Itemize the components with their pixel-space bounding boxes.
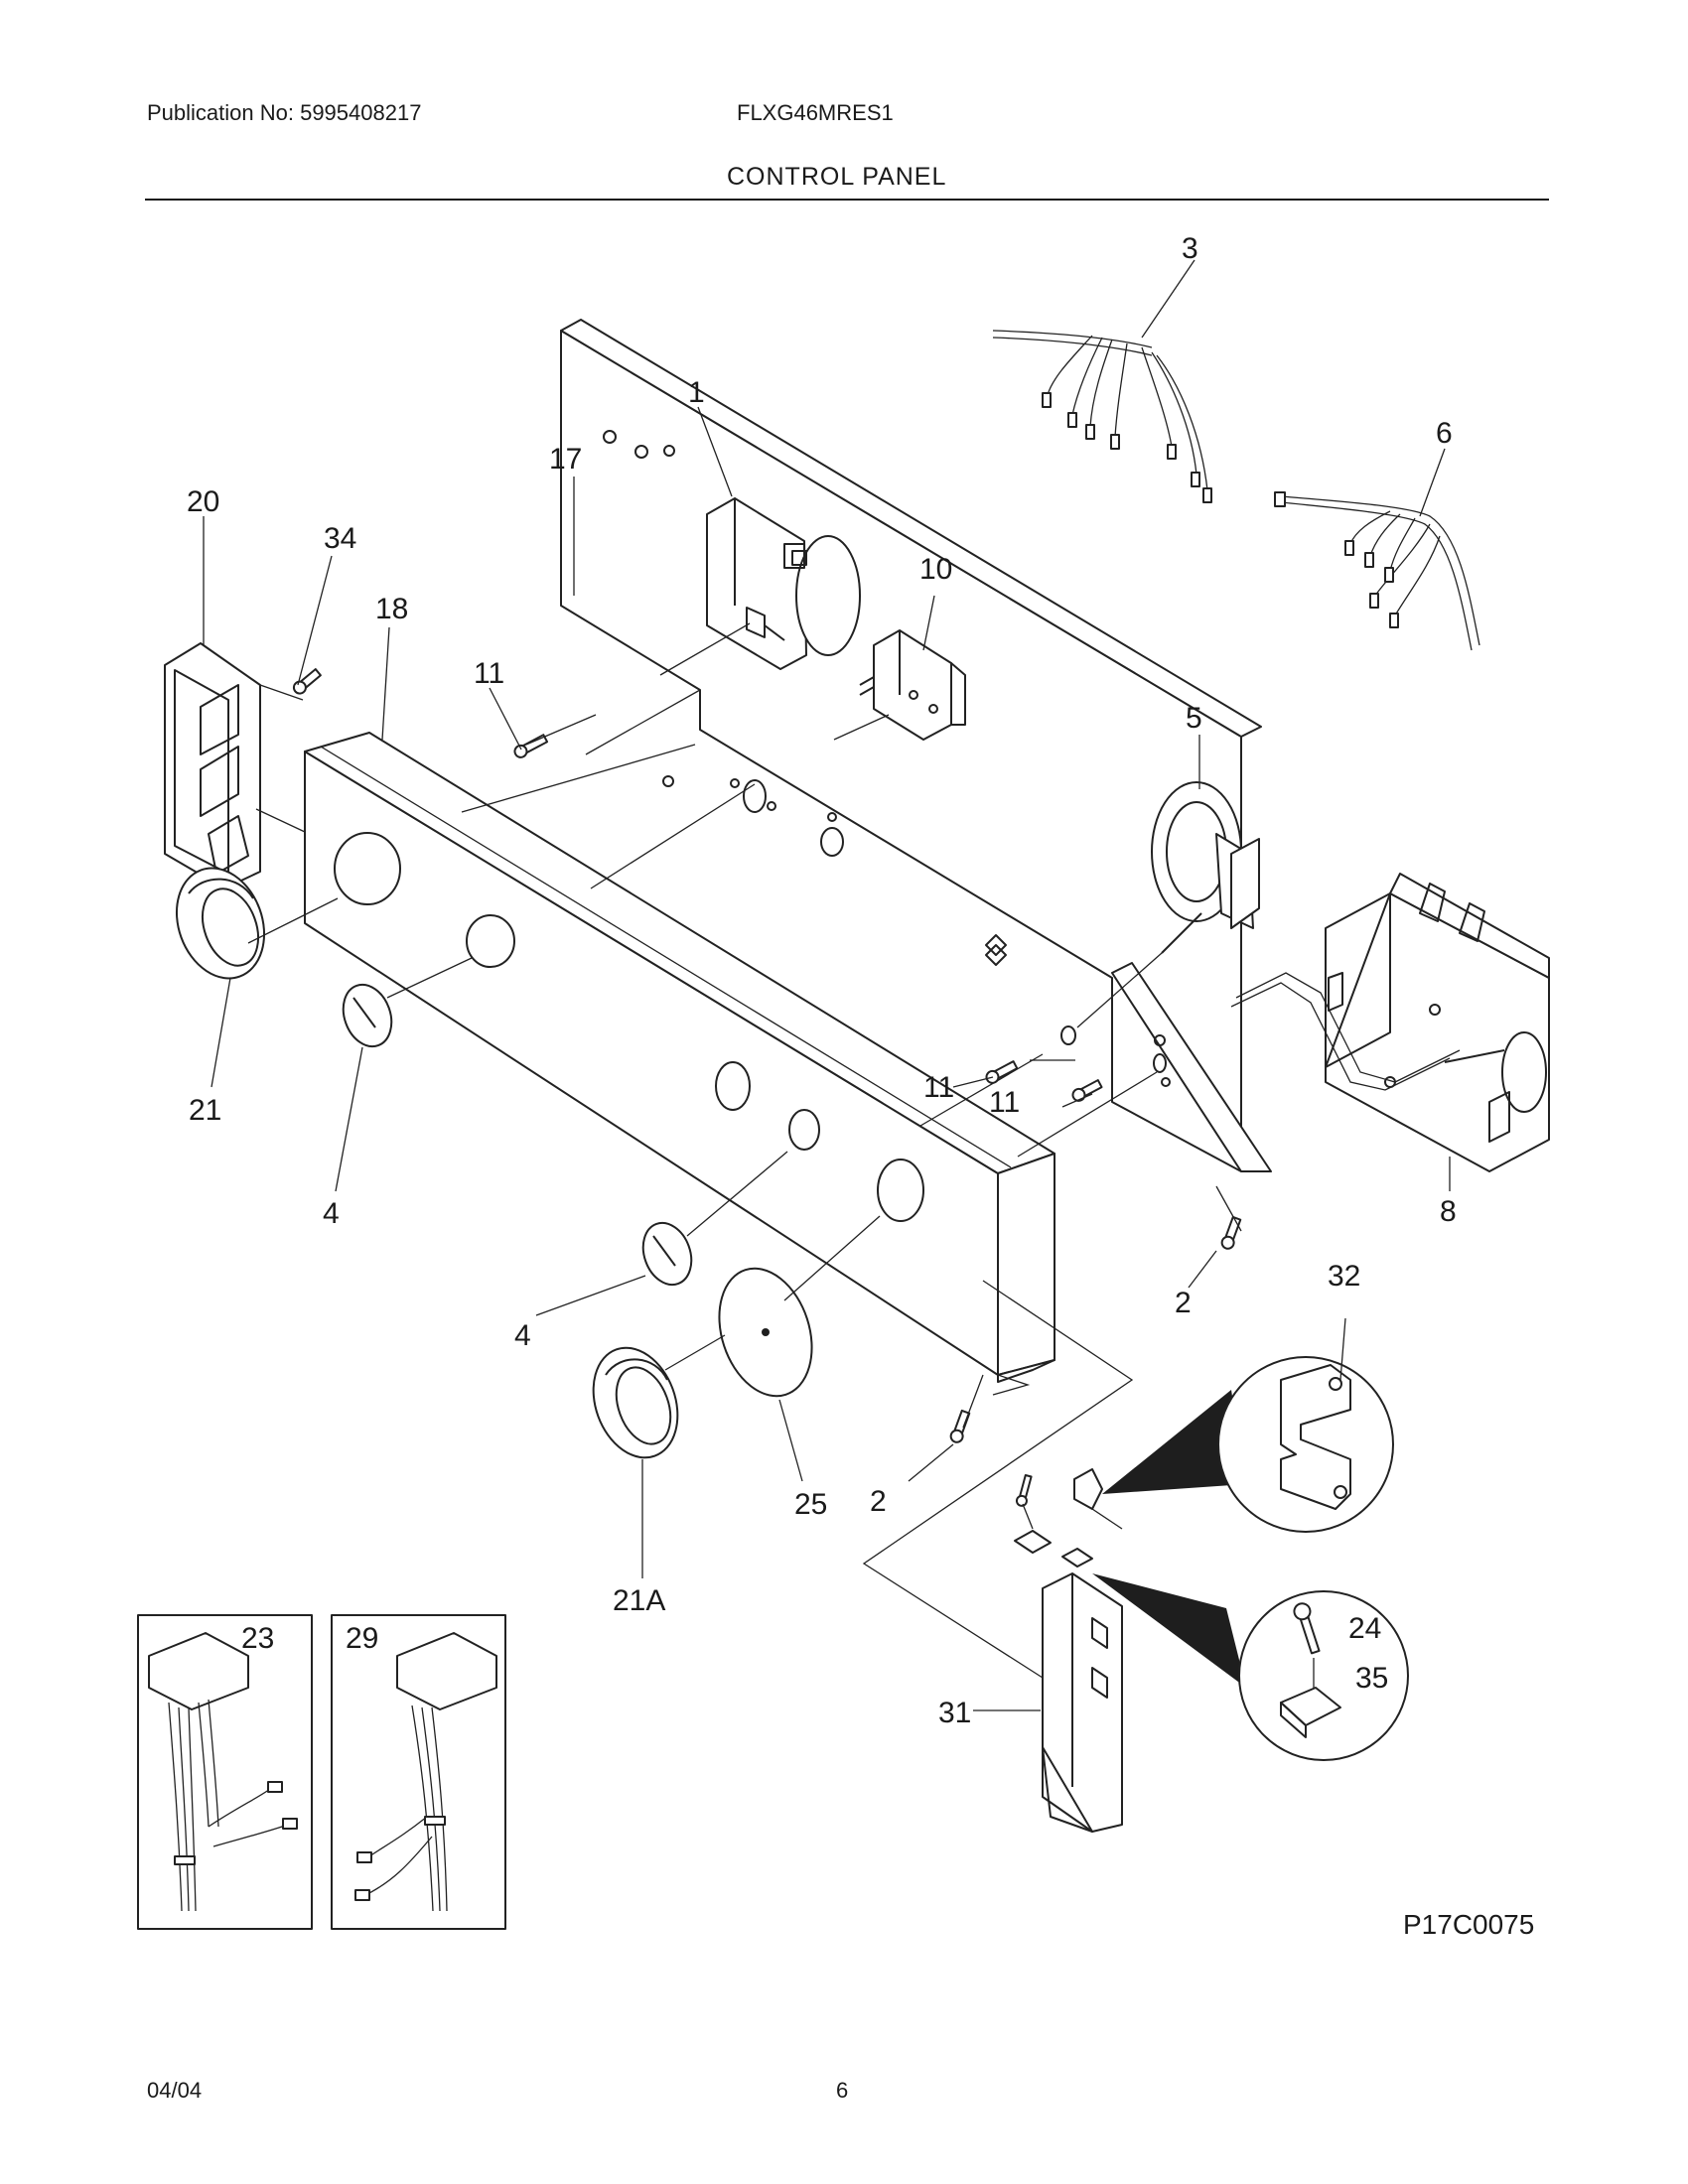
callout-20: 20 bbox=[187, 485, 219, 518]
callout-11-lower: 11 bbox=[989, 1086, 1020, 1119]
callout-21: 21 bbox=[189, 1094, 221, 1127]
callout-32: 32 bbox=[1328, 1260, 1360, 1293]
callout-24: 24 bbox=[1348, 1612, 1381, 1645]
end-cap-part-20 bbox=[164, 642, 261, 889]
callout-34: 34 bbox=[324, 522, 356, 555]
wire-harness-part-6 bbox=[1274, 491, 1480, 651]
timer-part-1 bbox=[706, 497, 861, 670]
callout-8: 8 bbox=[1440, 1195, 1457, 1228]
inset-box-part-29 bbox=[331, 1614, 506, 1930]
module-part-8 bbox=[1325, 873, 1550, 1172]
callout-18: 18 bbox=[375, 593, 408, 625]
assembly-lines bbox=[247, 622, 1461, 1679]
callout-5: 5 bbox=[1186, 702, 1202, 735]
callout-leaders bbox=[203, 259, 1451, 1711]
knob-part-4-upper bbox=[342, 983, 393, 1048]
switch-part-10 bbox=[859, 629, 966, 741]
callout-2-right: 2 bbox=[1175, 1287, 1192, 1319]
zoom-callout-cones bbox=[1092, 1390, 1246, 1688]
callout-29: 29 bbox=[346, 1622, 378, 1655]
callout-11-middle: 11 bbox=[923, 1071, 954, 1104]
bracket-part-31 bbox=[1014, 1468, 1123, 1833]
publication-number: Publication No: 5995408217 bbox=[147, 100, 422, 125]
callout-17: 17 bbox=[549, 443, 582, 476]
callout-10: 10 bbox=[919, 553, 952, 586]
inset-box-part-23 bbox=[137, 1614, 313, 1930]
wire-harness-part-3 bbox=[992, 330, 1212, 503]
callout-4-lower: 4 bbox=[514, 1319, 531, 1352]
zoom-detail-part-32 bbox=[1217, 1356, 1394, 1533]
screws bbox=[292, 668, 1242, 1443]
knob-part-4-lower bbox=[641, 1221, 693, 1287]
callout-11-upper: 11 bbox=[474, 657, 504, 690]
section-title: CONTROL PANEL bbox=[727, 163, 947, 191]
callout-23: 23 bbox=[241, 1622, 274, 1655]
callout-35: 35 bbox=[1355, 1662, 1388, 1695]
zoom-detail-parts-24-35 bbox=[1238, 1590, 1409, 1761]
callout-2-center: 2 bbox=[870, 1485, 887, 1518]
callout-6: 6 bbox=[1436, 417, 1453, 450]
footer-page-number: 6 bbox=[836, 2078, 849, 2103]
callout-25: 25 bbox=[794, 1488, 827, 1521]
callout-1: 1 bbox=[688, 376, 705, 409]
dial-part-25 bbox=[718, 1267, 813, 1398]
knob-part-21 bbox=[175, 867, 266, 980]
model-number: FLXG46MRES1 bbox=[737, 100, 894, 125]
header-rule bbox=[145, 199, 1549, 201]
control-panel-part-18 bbox=[304, 732, 1055, 1383]
callout-21a: 21A bbox=[613, 1584, 665, 1617]
footer-date: 04/04 bbox=[147, 2078, 203, 2103]
callout-3: 3 bbox=[1182, 232, 1198, 265]
callout-31: 31 bbox=[938, 1697, 971, 1729]
diagram-code: P17C0075 bbox=[1403, 1909, 1534, 1940]
callout-4-upper: 4 bbox=[323, 1197, 340, 1230]
knob-part-21a bbox=[592, 1346, 679, 1459]
callout-labels: 3 6 1 17 10 20 34 18 11 5 11 11 8 2 32 2… bbox=[187, 232, 1534, 1940]
selector-part-5 bbox=[1151, 781, 1260, 954]
